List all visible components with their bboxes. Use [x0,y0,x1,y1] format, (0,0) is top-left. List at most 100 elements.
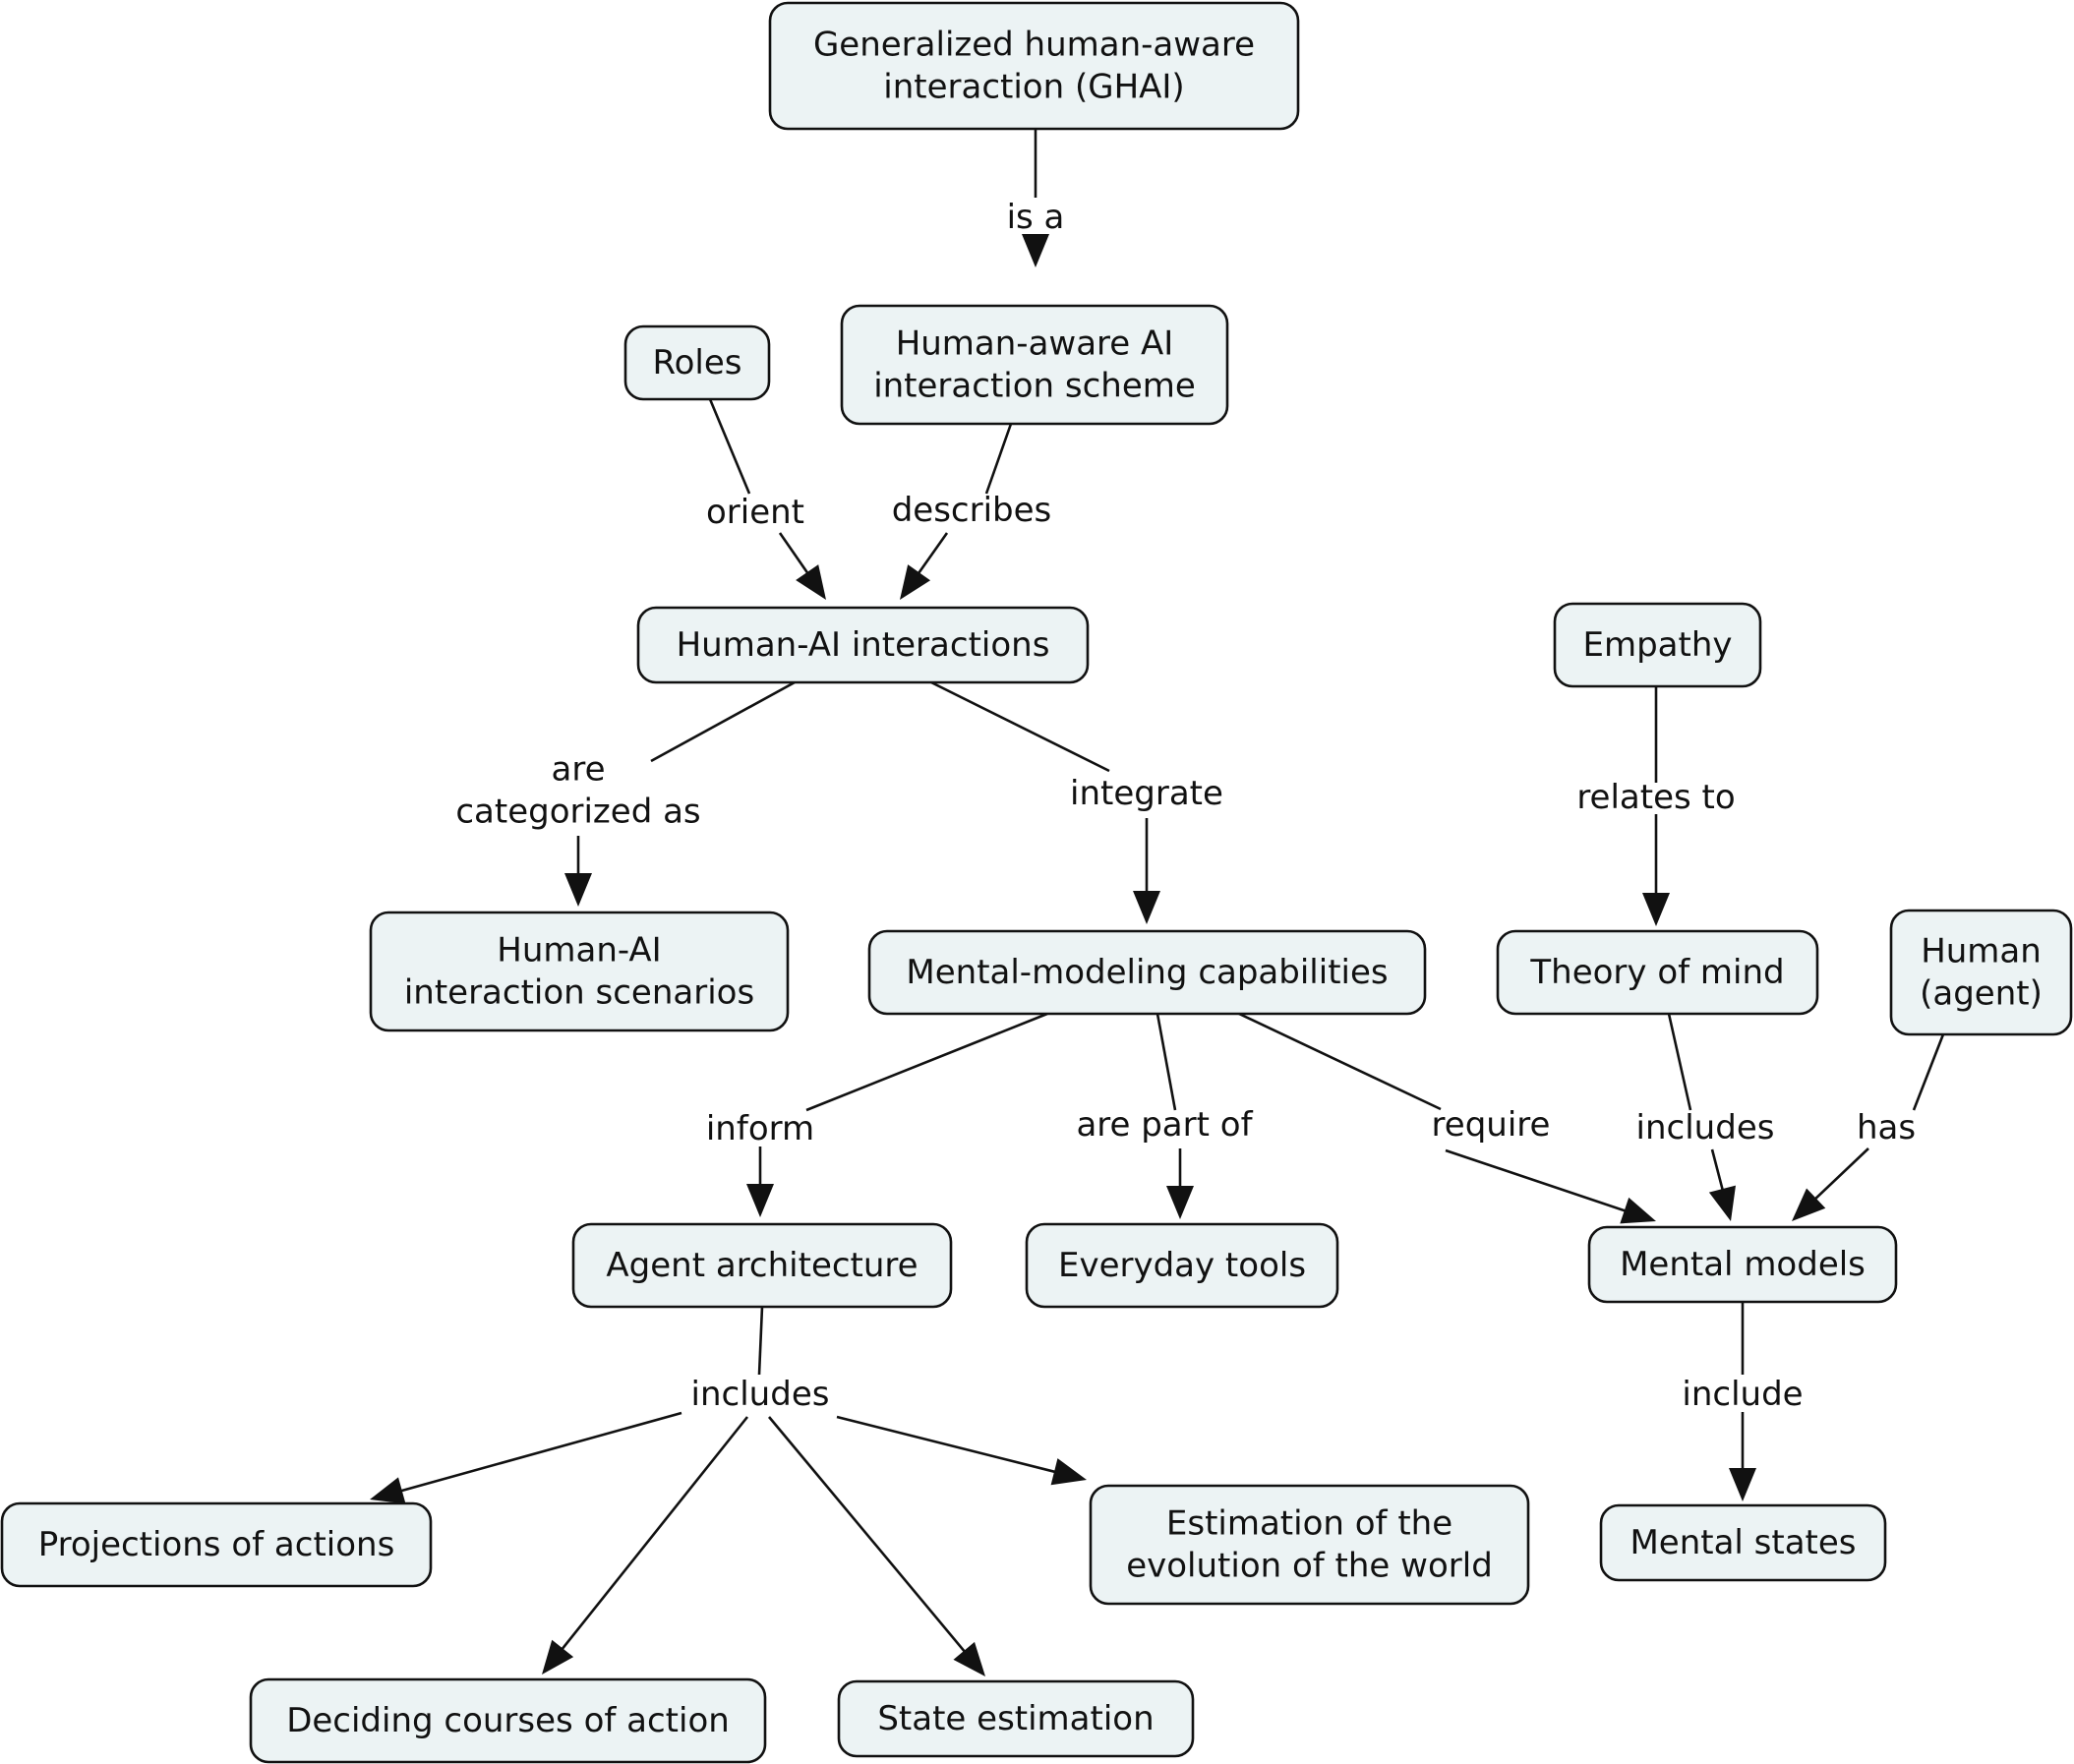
link-phrase: has [1857,1108,1916,1147]
concept-label: Agent architecture [606,1246,918,1285]
link-label-inform: inform [706,1109,814,1148]
arrowhead-icon [1022,234,1049,267]
arrowhead-icon [746,1184,774,1217]
arrow-connector [1792,1147,1869,1221]
concept-label: Human [1921,932,2042,971]
link-label-is-a: is a [1007,198,1065,237]
concept-box [623,324,771,401]
link-phrase: are [552,750,606,790]
arrow-connector [768,1416,985,1676]
arrowhead-icon [953,1641,985,1676]
link-label-include: include [1682,1375,1803,1414]
concept-label: Human-AI [497,931,661,970]
concept-label: interaction (GHAI) [883,68,1184,107]
concept-label: Projections of actions [38,1525,395,1564]
arrow-connector [836,1415,1087,1486]
arrowhead-icon [1166,1186,1194,1219]
concept-label: (agent) [1920,974,2043,1014]
link-phrase: includes [1636,1108,1775,1147]
concept-label: State estimation [877,1699,1154,1738]
arrowhead-icon [1792,1188,1826,1221]
concept-label: evolution of the world [1126,1547,1493,1586]
link-phrase: includes [691,1375,830,1414]
arrowhead-icon [1133,891,1160,924]
link-label-describes: describes [892,491,1052,530]
concept-label: Deciding courses of action [286,1701,730,1740]
link-label-has: has [1857,1108,1916,1147]
concept-label: Human-aware AI [896,324,1174,364]
link-label-orient: orient [706,493,804,532]
line-connector [1667,1013,1692,1111]
link-label-arch-includes: includes [691,1375,830,1414]
arrowhead-icon [1620,1197,1656,1224]
arrow-connector [1166,1148,1194,1219]
arrowhead-icon [1642,893,1670,926]
arrowhead-icon [1729,1468,1756,1501]
link-phrase: relates to [1576,778,1735,817]
link-label-integrate: integrate [1070,774,1223,813]
arrow-connector [564,836,592,907]
link-phrase: include [1682,1375,1803,1414]
concept-label: Everyday tools [1058,1246,1306,1285]
arrow-connector [370,1411,682,1504]
concept-label: Theory of mind [1529,953,1784,992]
link-phrase: describes [892,491,1052,530]
line-connector [1156,1013,1177,1111]
line-connector [650,680,796,763]
concept-box [837,1679,1195,1758]
link-phrase: orient [706,493,804,532]
link-label-tom-includes: includes [1636,1108,1775,1147]
link-phrase: categorized as [455,793,700,832]
arrow-connector [542,1416,749,1675]
concept-box [1889,909,2073,1036]
link-label-part-of: are part of [1076,1105,1253,1145]
concept-box [768,1,1300,131]
link-phrase: require [1432,1105,1551,1145]
concept-label: Roles [653,343,742,382]
concept-box [0,1501,433,1588]
concept-label: interaction scheme [873,367,1196,406]
concept-label: Empathy [1582,625,1732,665]
concept-state-estimation: State estimation [837,1679,1195,1758]
line-connector [984,423,1013,495]
concept-tools: Everyday tools [1025,1222,1339,1309]
concept-label: Estimation of the [1166,1504,1452,1544]
concept-box [1025,1222,1339,1309]
arrow-connector [1445,1148,1656,1224]
concept-empathy: Empathy [1553,602,1762,688]
arrowhead-icon [796,564,826,600]
arrow-connector [900,532,949,600]
concept-box [571,1222,953,1309]
line-connector [805,1012,1048,1112]
line-connector [930,680,1110,773]
concept-roles: Roles [623,324,771,401]
arrowhead-icon [542,1639,574,1675]
concept-box [369,911,790,1032]
arrowhead-icon [370,1477,406,1504]
concept-mental-models: Mental models [1587,1225,1898,1304]
arrowhead-icon [900,564,931,600]
arrow-connector [1729,1412,1756,1501]
link-phrase: integrate [1070,774,1223,813]
concept-label: Mental models [1620,1245,1866,1284]
arrowhead-icon [1708,1185,1736,1221]
concept-mental-states: Mental states [1599,1503,1887,1582]
concept-box [1089,1484,1530,1606]
concept-box [1599,1503,1887,1582]
concept-box [867,929,1427,1016]
concept-mental-modeling: Mental-modeling capabilities [867,929,1427,1016]
concept-box [636,606,1090,684]
concept-box [249,1677,767,1764]
concept-human-agent: Human(agent) [1889,909,2073,1036]
link-phrase: inform [706,1109,814,1148]
concept-label: interaction scenarios [404,973,754,1013]
concept-tom: Theory of mind [1496,929,1819,1016]
link-label-require: require [1432,1105,1551,1145]
arrow-connector [1642,814,1670,926]
line-connector [708,398,751,495]
